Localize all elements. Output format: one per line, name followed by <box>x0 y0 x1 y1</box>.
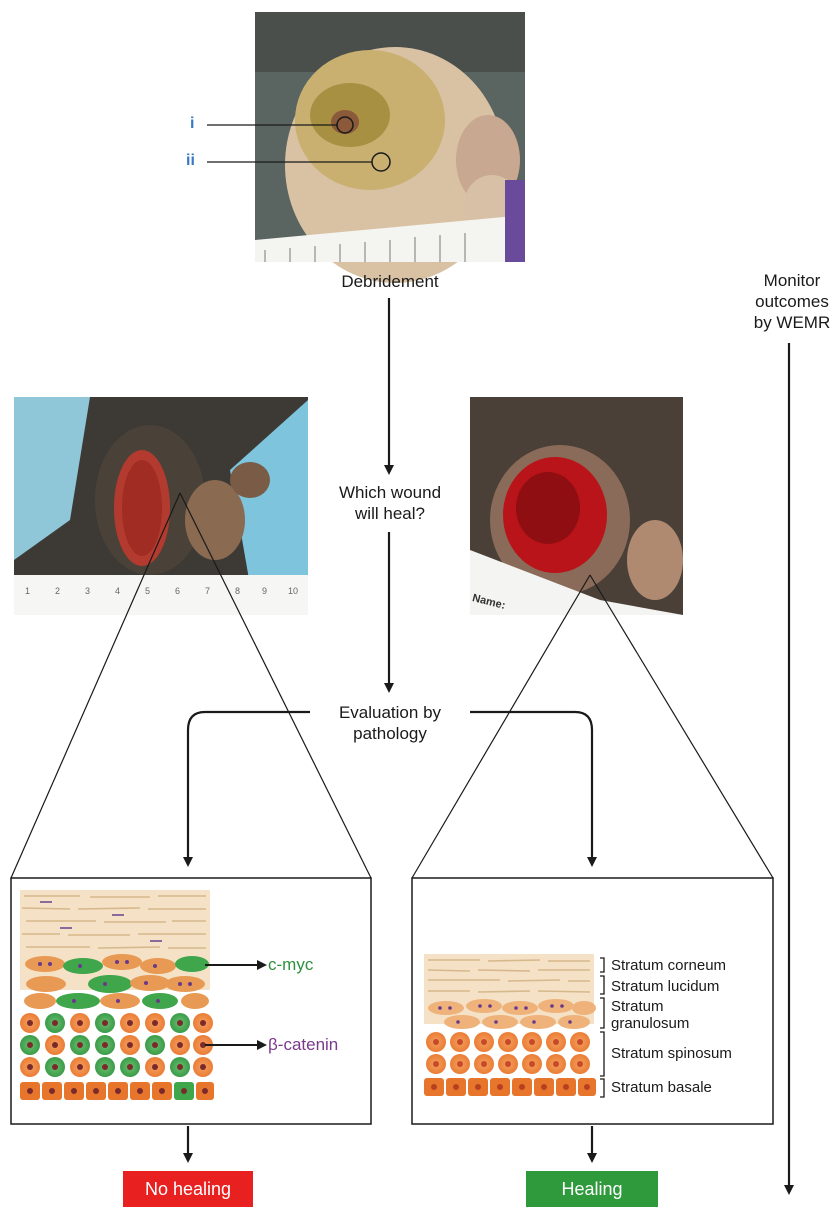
monitor-line-1: Monitor <box>752 270 832 291</box>
left-tissue-illustration <box>20 890 262 1100</box>
evaluation-label: Evaluation by pathology <box>310 702 470 744</box>
monitor-label: Monitor outcomes by WEMR <box>752 270 832 333</box>
svg-text:6: 6 <box>175 586 180 596</box>
layer-label-spinosum: Stratum spinosum <box>611 1045 732 1063</box>
right-tissue-illustration <box>424 954 604 1097</box>
marker-cmyc-label: c-myc <box>268 954 313 975</box>
debridement-label: Debridement <box>315 271 465 292</box>
question-line-1: Which wound <box>310 482 470 503</box>
evaluation-line-2: pathology <box>310 723 470 744</box>
question-line-2: will heal? <box>310 503 470 524</box>
svg-text:4: 4 <box>115 586 120 596</box>
healing-badge: Healing <box>526 1171 658 1207</box>
svg-text:3: 3 <box>85 586 90 596</box>
question-label: Which wound will heal? <box>310 482 470 524</box>
label-ii: ii <box>186 152 195 170</box>
label-i: i <box>190 115 194 133</box>
layer-label-granulosum-1: Stratum <box>611 998 664 1016</box>
monitor-line-2: outcomes <box>752 291 832 312</box>
evaluation-line-1: Evaluation by <box>310 702 470 723</box>
no-healing-badge: No healing <box>123 1171 253 1207</box>
marker-bcatenin-label: β-catenin <box>268 1034 338 1055</box>
svg-text:5: 5 <box>145 586 150 596</box>
svg-text:10: 10 <box>288 586 298 596</box>
svg-text:2: 2 <box>55 586 60 596</box>
layer-label-basale: Stratum basale <box>611 1079 712 1097</box>
svg-text:9: 9 <box>262 586 267 596</box>
top-wound-photo <box>207 12 525 283</box>
layer-label-granulosum-2: granulosum <box>611 1015 689 1033</box>
layer-label-corneum: Stratum corneum <box>611 957 726 975</box>
svg-text:1: 1 <box>25 586 30 596</box>
layer-label-lucidum: Stratum lucidum <box>611 978 719 996</box>
left-wound-photo: 1 2 3 4 5 6 7 8 9 10 <box>14 397 308 615</box>
right-wound-photo <box>470 397 683 615</box>
svg-text:7: 7 <box>205 586 210 596</box>
arrow-evaluation-to-right <box>466 712 592 862</box>
svg-text:8: 8 <box>235 586 240 596</box>
monitor-line-3: by WEMR <box>752 312 832 333</box>
